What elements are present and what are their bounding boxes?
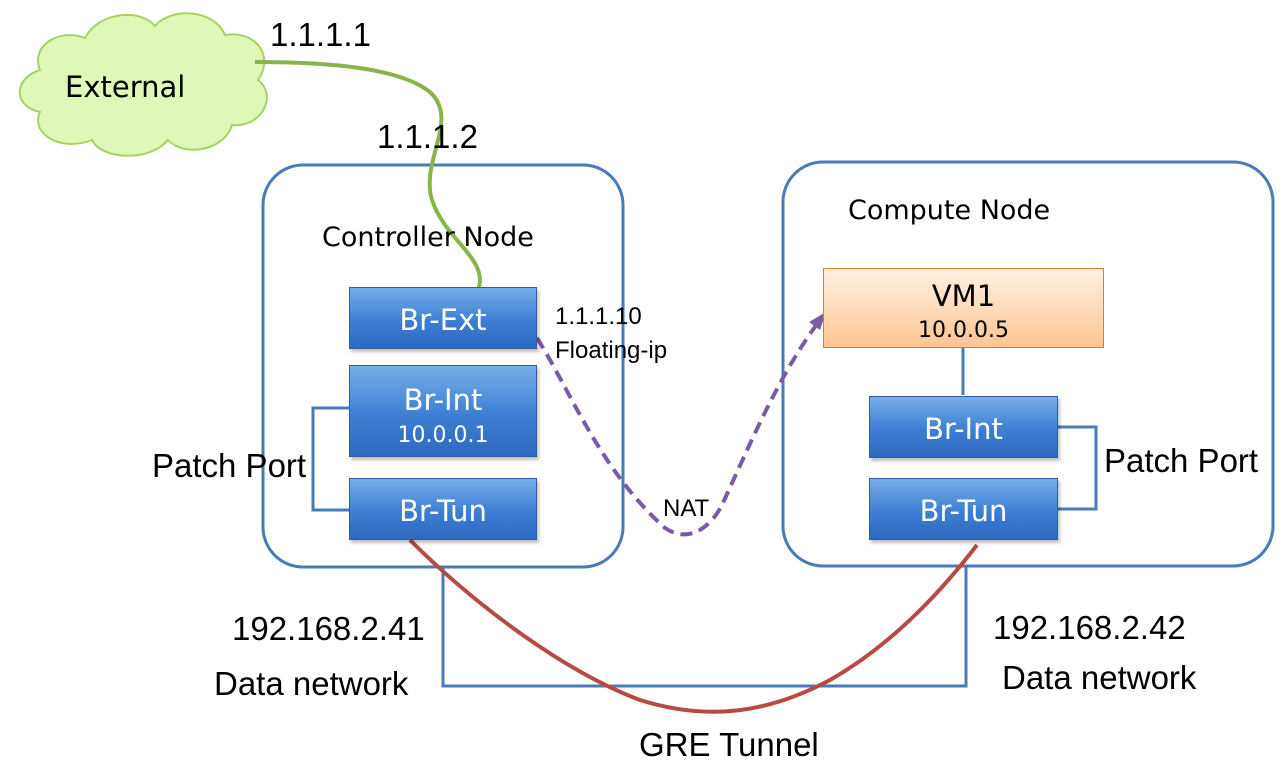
external-label: External [65,70,186,104]
floating-ip-label: Floating-ip [555,337,668,364]
vm1-box: VM1 10.0.0.5 [823,268,1104,348]
compute-br-int: Br-Int [869,396,1058,458]
compute-node-box [781,160,1275,568]
external-ip-top: 1.1.1.1 [270,16,371,53]
controller-br-int-ip: 10.0.0.1 [397,423,489,448]
controller-node-title: Controller Node [322,222,534,253]
compute-br-tun: Br-Tun [869,478,1058,540]
controller-patch-port-link [311,406,349,512]
nat-arrowhead [809,312,826,330]
compute-patch-port-label: Patch Port [1104,442,1259,479]
controller-br-tun: Br-Tun [349,478,537,540]
controller-br-tun-label: Br-Tun [399,494,487,528]
controller-data-label: Data network [214,665,409,702]
controller-br-int-label: Br-Int [403,383,483,417]
nat-label: NAT [663,495,710,522]
gre-tunnel-link [408,538,979,714]
external-ip-uplink: 1.1.1.2 [377,118,478,155]
controller-br-int: Br-Int 10.0.0.1 [349,365,537,457]
nat-link [535,314,825,537]
vm1-name: VM1 [931,279,996,313]
controller-patch-port-label: Patch Port [152,447,307,484]
controller-br-ext-label: Br-Ext [399,303,487,337]
external-link [254,60,482,304]
compute-data-label: Data network [1002,659,1197,696]
compute-patch-port-link [1058,425,1098,511]
controller-data-ip: 192.168.2.41 [232,610,425,647]
compute-br-tun-label: Br-Tun [919,494,1008,528]
controller-br-ext: Br-Ext [349,287,537,349]
external-cloud [18,12,268,157]
compute-br-int-label: Br-Int [924,412,1003,446]
compute-node-title: Compute Node [848,195,1051,226]
vm1-ip: 10.0.0.5 [918,318,1009,343]
floating-ip-address: 1.1.1.10 [555,303,642,330]
data-network-link [441,566,968,688]
compute-data-ip: 192.168.2.42 [993,609,1186,646]
gre-tunnel-label: GRE Tunnel [639,726,819,763]
